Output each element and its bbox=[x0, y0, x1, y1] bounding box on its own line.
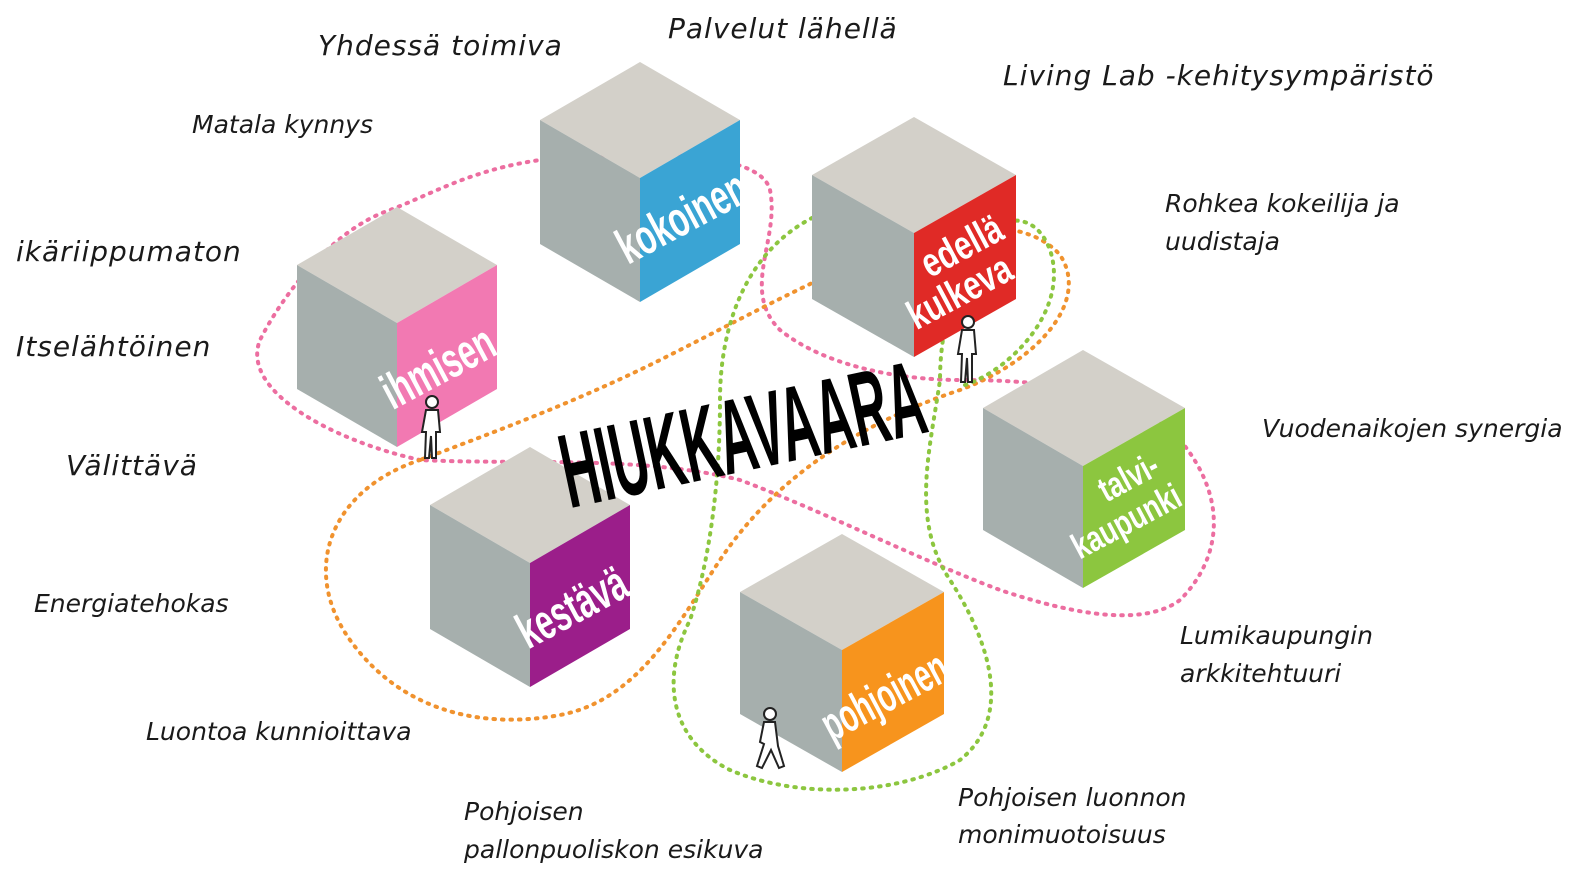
label-pohjoisen-luonnon-2: monimuotoisuus bbox=[958, 820, 1166, 849]
label-lumikaupungin-2: arkkitehtuuri bbox=[1180, 659, 1341, 688]
label-vuodenaikojen-synergia: Vuodenaikojen synergia bbox=[1262, 414, 1563, 443]
cube-talvikaupunki: talvi- kaupunki bbox=[983, 350, 1188, 588]
cube-edella-kulkeva: edellä kulkeva bbox=[812, 117, 1021, 357]
label-rohkea-2: uudistaja bbox=[1165, 227, 1280, 256]
label-yhdessa-toimiva: Yhdessä toimiva bbox=[318, 29, 563, 62]
cube-talvi-face bbox=[1083, 408, 1185, 588]
label-ikariippumaton: ikäriippumaton bbox=[16, 235, 242, 268]
person-icon bbox=[420, 395, 442, 459]
cube-kokoinen: kokoinen bbox=[540, 62, 757, 302]
label-palvelut-lahella: Palvelut lähellä bbox=[668, 12, 898, 45]
cube-pohjoinen-face bbox=[842, 592, 944, 772]
cube-ihmisen-face bbox=[397, 265, 497, 447]
label-pohjoisen-luonnon-1: Pohjoisen luonnon bbox=[958, 783, 1187, 812]
label-luontoa-kunnioittava: Luontoa kunnioittava bbox=[146, 717, 412, 746]
label-rohkea-1: Rohkea kokeilija ja bbox=[1165, 189, 1400, 218]
label-pallonpuolisko-2: pallonpuoliskon esikuva bbox=[463, 835, 764, 864]
cube-kokoinen-face bbox=[640, 120, 740, 302]
cube-pohjoinen: pohjoinen bbox=[740, 534, 957, 772]
title-hiukkavaara: HIUKKAVAARA bbox=[550, 338, 936, 531]
orange-loop bbox=[324, 225, 1071, 722]
label-energiatehokas: Energiatehokas bbox=[34, 589, 229, 618]
cube-ihmisen: ihmisen bbox=[297, 207, 504, 447]
label-valittava: Välittävä bbox=[66, 449, 198, 482]
person-icon bbox=[755, 707, 786, 770]
label-itselahtoinen: Itselähtöinen bbox=[16, 330, 211, 363]
label-lumikaupungin-1: Lumikaupungin bbox=[1180, 621, 1373, 650]
cube-kestava: kestävä bbox=[430, 447, 637, 687]
person-icon bbox=[956, 315, 978, 383]
cube-kestava-face bbox=[530, 505, 630, 687]
label-matala-kynnys: Matala kynnys bbox=[192, 110, 373, 139]
pink-loop bbox=[255, 152, 1216, 618]
label-pallonpuolisko-1: Pohjoisen bbox=[464, 797, 584, 826]
label-living-lab: Living Lab -kehitysympäristö bbox=[1003, 59, 1435, 92]
cube-edella-face bbox=[914, 175, 1016, 357]
